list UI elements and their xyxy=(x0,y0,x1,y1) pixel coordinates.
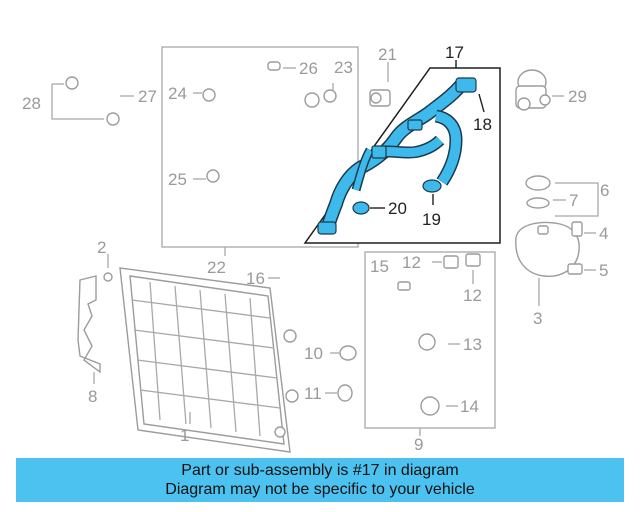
coolant-hose-17-highlighted xyxy=(317,77,477,235)
callout-29: 29 xyxy=(568,87,587,106)
callout-8: 8 xyxy=(88,387,97,406)
bracket-8-part xyxy=(77,272,113,374)
hose-16-part xyxy=(282,269,350,327)
banner-line-1: Part or sub-assembly is #17 in diagram xyxy=(181,462,459,479)
callout-26: 26 xyxy=(299,59,318,78)
info-banner: Part or sub-assembly is #17 in diagram D… xyxy=(16,458,624,502)
cap-6-part xyxy=(525,175,551,209)
callout-labels: 1 2 3 4 5 6 7 8 9 10 11 12 12 13 14 15 1… xyxy=(22,43,609,454)
callout-3: 3 xyxy=(533,309,542,328)
callout-12-top: 12 xyxy=(402,253,421,272)
callout-18: 18 xyxy=(473,115,492,134)
leader-18 xyxy=(478,93,485,113)
callout-11: 11 xyxy=(304,384,322,403)
callout-7: 7 xyxy=(569,191,578,210)
group-box-22 xyxy=(161,46,359,248)
fitting-21-part xyxy=(369,89,391,107)
callout-4: 4 xyxy=(599,224,608,243)
reservoir-3-part xyxy=(515,221,583,300)
callout-12-right: 12 xyxy=(463,286,482,305)
callout-5: 5 xyxy=(599,261,608,280)
callout-14: 14 xyxy=(460,397,479,416)
callout-1: 1 xyxy=(180,426,189,445)
hose-27-part xyxy=(65,64,120,126)
pump-29-part xyxy=(515,69,551,111)
callout-13: 13 xyxy=(463,335,482,354)
callout-6: 6 xyxy=(600,181,609,200)
callout-9: 9 xyxy=(414,435,423,454)
callout-2: 2 xyxy=(97,238,106,257)
callout-27: 27 xyxy=(138,87,157,106)
radiator-1-part xyxy=(119,267,299,453)
group-box-9 xyxy=(364,251,496,429)
lower-hose-part xyxy=(381,253,481,416)
callout-24: 24 xyxy=(168,84,187,103)
callout-21: 21 xyxy=(378,45,397,64)
callout-10: 10 xyxy=(304,344,323,363)
callout-25: 25 xyxy=(168,170,187,189)
callout-16: 16 xyxy=(246,269,265,288)
callout-15: 15 xyxy=(370,257,389,276)
callout-19: 19 xyxy=(422,210,441,229)
callout-28: 28 xyxy=(22,94,41,113)
upper-hose-part xyxy=(182,61,337,233)
callout-22: 22 xyxy=(207,258,226,277)
leader-6 xyxy=(555,182,599,217)
callout-20: 20 xyxy=(388,199,407,218)
callout-23: 23 xyxy=(334,58,353,77)
callout-17: 17 xyxy=(445,43,464,62)
leader-28 xyxy=(51,84,104,120)
seal-10-11-parts xyxy=(337,345,357,402)
banner-line-2: Diagram may not be specific to your vehi… xyxy=(165,481,475,498)
